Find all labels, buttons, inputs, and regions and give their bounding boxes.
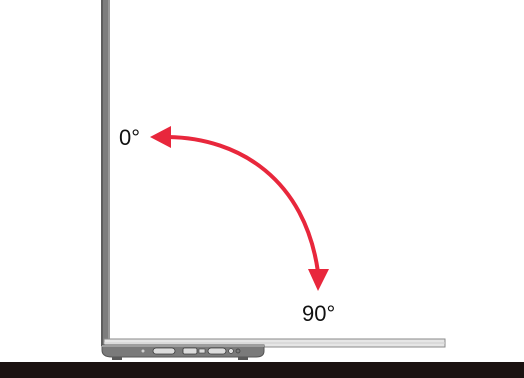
table-surface: [0, 362, 524, 378]
port-slot-icon: [207, 347, 227, 355]
arrowhead-left-icon: [150, 126, 171, 148]
monitor-panel: [101, 0, 110, 346]
usb-c-port-icon: [152, 347, 176, 355]
angle-label-start: 0°: [119, 125, 140, 150]
power-button-icon: [228, 348, 241, 354]
hinge-port-block: [101, 344, 265, 360]
mini-hdmi-port-icon: [182, 347, 206, 355]
angle-label-end: 90°: [302, 301, 335, 326]
monitor-base: [103, 338, 446, 348]
arrowhead-down-icon: [308, 269, 329, 291]
rotation-arrow: [150, 126, 329, 291]
